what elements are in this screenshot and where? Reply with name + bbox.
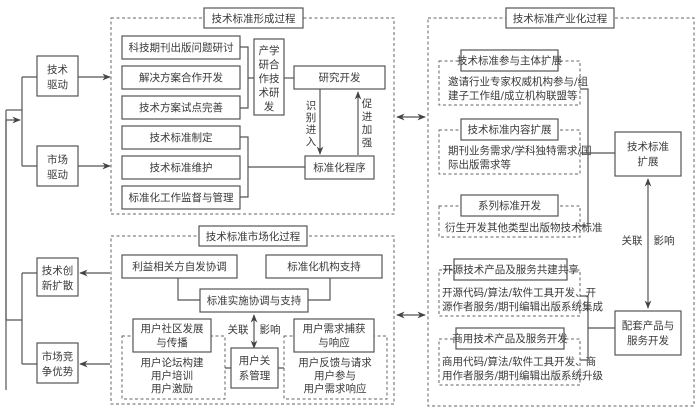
ind-relate-label: 关联: [622, 234, 643, 247]
community-detail3: 用户激励: [151, 382, 193, 395]
market-advantage-line2: 争优势: [42, 365, 74, 378]
collab-rd-line3: 作技: [259, 72, 280, 85]
std-impl-coordination: 标准实施协调与支持: [207, 294, 302, 307]
item-std-formulation: 技术标准制定: [150, 131, 213, 144]
collab-rd-box: 产学 研合 作技 术研 发: [253, 38, 285, 116]
item-journal-discussion: 科技期刊出版问题研讨: [129, 41, 234, 54]
market-driven-line2: 驱动: [47, 169, 68, 181]
marketization-title: 技术标准市场化过程: [206, 230, 301, 243]
commercial-products: 商用技术产品及服务开发: [452, 332, 568, 345]
left-connectors: [5, 73, 111, 390]
expansion-line1: 技术标准: [627, 140, 669, 153]
rd-box: 研究开发: [293, 65, 386, 90]
crm-line1: 用户关: [239, 354, 271, 367]
formation-title: 技术标准形成过程: [212, 12, 296, 25]
marketization-section: 技术标准市场化过程 利益相关方自发协调 标准化机构支持 标准实施协调与支持 关联…: [110, 225, 395, 405]
industrialization-section: 技术标准产业化过程 技术标准参与主体扩展 邀请行业专家权威机构参与/组 建子工作…: [427, 7, 695, 407]
influence-label: 影响: [260, 323, 281, 336]
collab-rd-line1: 产学: [259, 44, 280, 57]
tech-diffusion-box: 技术创 新扩散: [36, 257, 79, 297]
std-procedure-label: 标准化程序: [313, 161, 366, 174]
supporting-line1: 配套产品与: [622, 319, 675, 332]
tech-driven-box: 技术 驱动: [36, 55, 79, 97]
promote-strengthen-label: 促 进 加 强: [362, 97, 373, 149]
stakeholder-coordination: 利益相关方自发协调: [132, 260, 227, 273]
community-line2: 与传播: [156, 336, 188, 349]
tech-diffusion-line2: 新扩散: [42, 279, 74, 292]
item-pilot-improve: 技术方案试点完善: [139, 101, 223, 114]
series-std-dev: 系列标准开发: [478, 199, 541, 212]
community-detail2: 用户培训: [151, 369, 193, 382]
demand-line2: 与响应: [318, 336, 350, 349]
tech-driven-line1: 技术: [47, 63, 68, 76]
open-source-products: 开源技术产品及服务共建共享: [442, 263, 579, 276]
content-detail2: 际出版需求等: [448, 158, 511, 171]
commercial-detail2: 用作者服务/期刊编辑出版系统升级: [442, 369, 604, 382]
demand-detail2: 用户参与: [314, 369, 356, 382]
collab-rd-line2: 研合: [259, 58, 280, 71]
std-org-support: 标准化机构支持: [287, 260, 361, 273]
promote-char1: 促: [362, 97, 373, 110]
rd-label: 研究开发: [319, 71, 361, 84]
supporting-line2: 服务开发: [627, 334, 669, 347]
participant-detail1: 邀请行业专家权威机构参与/组: [448, 75, 589, 88]
formation-top-items: 科技期刊出版问题研讨 解决方案合作开发 技术方案试点完善: [121, 35, 241, 120]
identify-enter-label: 识 别 进 入: [306, 100, 317, 148]
commercial-detail1: 商用代码/算法/软件工具开发、商: [442, 355, 596, 368]
participant-detail2: 建子工作组/成立机构联盟等: [448, 89, 578, 102]
series-detail1: 衍生开发其他类型出版物技术标准: [445, 221, 603, 234]
item-std-supervision: 标准化工作监督与管理: [129, 191, 234, 204]
identify-char4: 入: [306, 136, 317, 148]
identify-char2: 别: [306, 112, 317, 124]
expansion-line2: 扩展: [638, 155, 659, 168]
ind-influence-label: 影响: [654, 234, 675, 247]
content-expansion: 技术标准内容扩展: [468, 123, 552, 136]
industrialization-title: 技术标准产业化过程: [513, 12, 608, 25]
relate-label: 关联: [228, 323, 249, 336]
market-advantage-box: 市场竞 争优势: [36, 342, 79, 384]
identify-char3: 进: [306, 124, 317, 136]
collab-rd-line4: 术研: [259, 87, 280, 99]
community-line1: 用户社区发展: [141, 322, 204, 335]
std-procedure-box: 标准化程序: [304, 155, 375, 180]
crm-line2: 系管理: [239, 369, 271, 382]
content-detail1: 期刊业务需求/学科独特需求/国: [448, 144, 592, 157]
item-std-maintenance: 技术标准维护: [150, 161, 213, 174]
market-driven-line1: 市场: [47, 153, 68, 166]
collab-rd-line5: 发: [264, 100, 275, 113]
market-advantage-line1: 市场竞: [42, 350, 74, 363]
demand-line1: 用户需求捕获: [303, 322, 366, 335]
formation-bottom-items: 技术标准制定 技术标准维护 标准化工作监督与管理: [121, 125, 241, 210]
open-source-detail2: 源作者服务/期刊编辑出版系统集成: [442, 300, 604, 313]
promote-char4: 强: [362, 137, 373, 149]
participant-expansion: 技术标准参与主体扩展: [457, 54, 562, 67]
item-solution-dev: 解决方案合作开发: [139, 71, 223, 84]
promote-char3: 加: [362, 124, 373, 136]
demand-detail3: 用户需求响应: [304, 382, 367, 395]
market-driven-box: 市场 驱动: [36, 145, 79, 187]
formation-section: 技术标准形成过程 科技期刊出版问题研讨 解决方案合作开发 技术方案试点完善 产学…: [110, 7, 395, 215]
demand-detail1: 用户反馈与请求: [298, 356, 372, 369]
open-source-detail1: 开源代码/算法/软件工具开发、开: [442, 286, 596, 299]
identify-char1: 识: [306, 100, 317, 112]
tech-diffusion-line1: 技术创: [42, 264, 74, 277]
community-detail1: 用户论坛构建: [141, 356, 204, 369]
promote-char2: 进: [362, 111, 373, 123]
tech-driven-line2: 驱动: [47, 79, 68, 91]
